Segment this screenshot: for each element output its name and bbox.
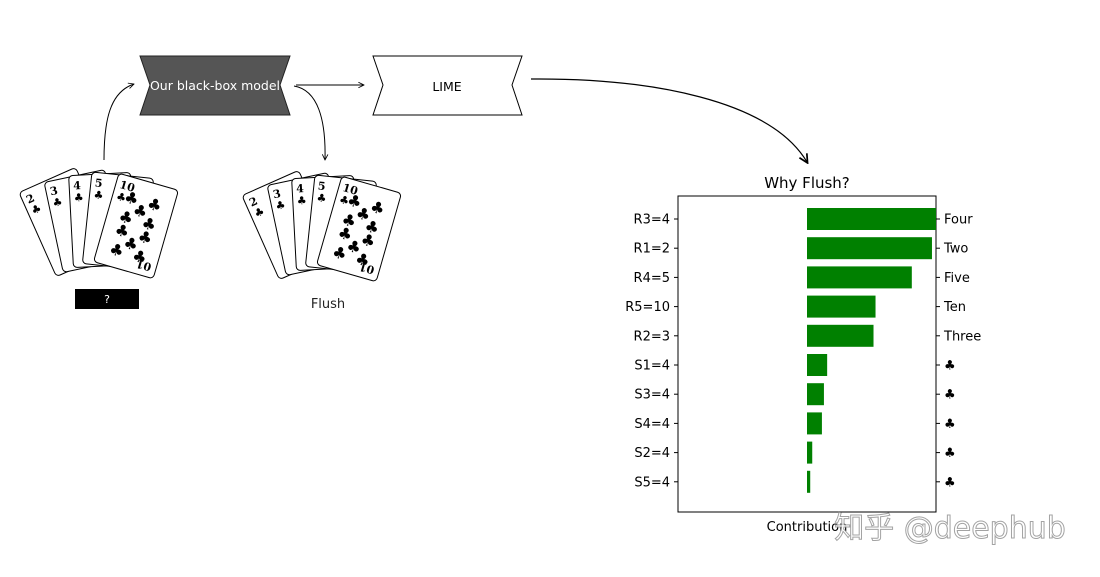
chart-bar [807, 266, 912, 289]
hidden-label: ? [104, 293, 110, 306]
club-icon: ♣ [330, 242, 349, 264]
chart-bar [807, 324, 874, 347]
chart-bar [807, 383, 824, 406]
club-icon: ♣ [274, 198, 286, 213]
y-tick-label: R5=10 [625, 300, 670, 315]
playing-card: 10♣♣♣♣♣♣♣♣♣♣♣01 [93, 173, 179, 279]
arrow-model-to-output [293, 85, 325, 160]
output-label: Flush [311, 297, 345, 312]
y-tick-label: R3=4 [634, 213, 670, 228]
club-icon: ♣ [93, 188, 104, 202]
card-rank: 5 [317, 179, 326, 193]
club-icon: ♣ [116, 206, 135, 228]
club-icon: ♣ [316, 191, 327, 205]
y-tick-label: S5=4 [634, 475, 670, 490]
y-tick-label: S3=4 [634, 388, 670, 403]
card-rank: 4 [296, 182, 305, 195]
y-tick-right-label: Five [944, 271, 970, 286]
club-icon: ♣ [140, 213, 159, 235]
lime-label: LIME [432, 79, 461, 94]
card-rank: 10 [118, 178, 137, 195]
card-rank-bottom: 01 [358, 260, 376, 277]
y-tick-label: S2=4 [634, 446, 670, 461]
chart-bar [807, 354, 828, 376]
club-icon: ♣ [345, 190, 364, 212]
y-tick-right-label: Ten [943, 300, 966, 315]
club-icon: ♣ [339, 209, 358, 231]
y-tick-right-label: Two [943, 242, 968, 257]
club-icon: ♣ [145, 194, 164, 216]
club-icon: ♣ [354, 203, 373, 225]
card-rank: 3 [272, 187, 282, 201]
club-icon: ♣ [344, 236, 363, 258]
chart-bar [807, 208, 936, 230]
y-tick-right-label: ♣ [944, 446, 956, 461]
chart-title: Why Flush? [764, 174, 850, 192]
arrow-lime-to-explanation [530, 78, 807, 162]
y-tick-label: R4=5 [634, 271, 670, 286]
lime-box: LIME [372, 55, 523, 116]
y-tick-right-label: Four [944, 213, 973, 228]
y-tick-label: R2=3 [634, 329, 670, 344]
watermark: 知乎 @deephub [834, 511, 1066, 546]
club-icon: ♣ [136, 226, 155, 248]
card-rank: 4 [73, 179, 82, 192]
club-icon: ♣ [130, 246, 149, 268]
card-rank: 5 [94, 176, 103, 190]
chart-bar [807, 441, 813, 464]
y-tick-right-label: ♣ [944, 359, 956, 374]
y-tick-right-label: Three [943, 329, 981, 344]
chart-bar [807, 412, 822, 435]
y-tick-label: S4=4 [634, 417, 670, 432]
card-rank: 3 [49, 184, 59, 198]
y-tick-label: S1=4 [634, 359, 670, 374]
card-rank: 10 [341, 181, 360, 198]
club-icon: ♣ [115, 190, 128, 205]
y-tick-right-label: ♣ [944, 417, 956, 432]
club-icon: ♣ [338, 193, 351, 208]
club-icon: ♣ [113, 220, 132, 242]
chart-frame [677, 195, 937, 513]
chart-bar [807, 470, 811, 493]
club-icon: ♣ [368, 197, 387, 219]
club-icon: ♣ [336, 223, 355, 245]
hidden-label-box: ? [75, 289, 139, 309]
card-rank-bottom: 01 [135, 257, 153, 274]
club-icon: ♣ [131, 200, 150, 222]
y-tick-label: R1=2 [634, 242, 670, 257]
arrow-input-to-model [103, 84, 134, 161]
club-icon: ♣ [121, 233, 140, 255]
hand-input-cards: 2♣3♣4♣5♣10♣♣♣♣♣♣♣♣♣♣♣01 [19, 168, 179, 279]
club-icon: ♣ [363, 216, 382, 238]
hand-output-cards: 2♣3♣4♣5♣10♣♣♣♣♣♣♣♣♣♣♣01 [242, 171, 402, 282]
club-icon: ♣ [353, 249, 372, 271]
club-icon: ♣ [29, 202, 43, 218]
model-label: Our black-box model [150, 78, 280, 93]
club-icon: ♣ [359, 229, 378, 251]
black-box-model: Our black-box model [139, 55, 291, 116]
y-tick-right-label: ♣ [944, 388, 956, 403]
chart-bar [807, 237, 932, 260]
y-tick-right-label: ♣ [944, 475, 956, 490]
playing-card: 10♣♣♣♣♣♣♣♣♣♣♣01 [316, 176, 402, 282]
chart-bar [807, 295, 876, 318]
club-icon: ♣ [107, 239, 126, 261]
club-icon: ♣ [122, 187, 141, 209]
chart-xlabel: Contribution [767, 520, 848, 535]
club-icon: ♣ [296, 194, 307, 207]
club-icon: ♣ [51, 195, 63, 210]
club-icon: ♣ [73, 191, 84, 204]
club-icon: ♣ [252, 205, 266, 221]
